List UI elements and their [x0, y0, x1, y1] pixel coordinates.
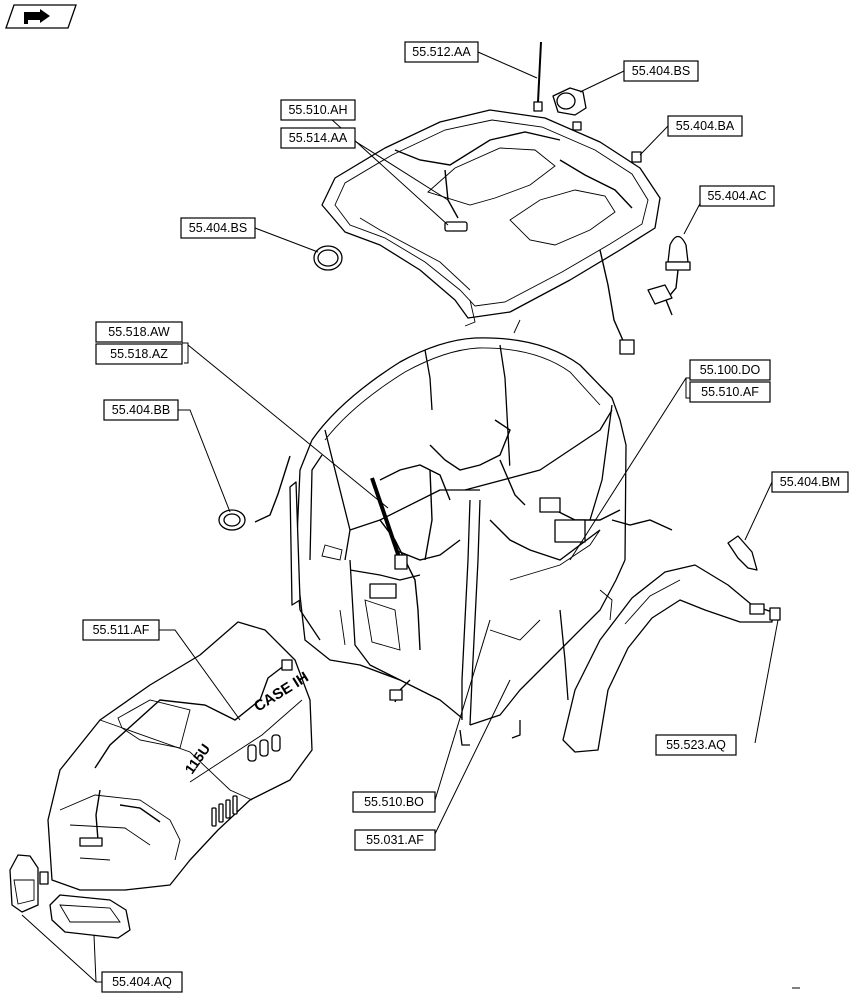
hood: CASE IH 115U — [47, 621, 313, 891]
flip-arrow-icon[interactable] — [5, 4, 77, 29]
svg-text:55.404.BB: 55.404.BB — [112, 403, 170, 417]
rear-work-lamp — [552, 87, 587, 116]
label-55-404-BS-left: 55.404.BS — [180, 217, 256, 239]
svg-text:55.404.BS: 55.404.BS — [189, 221, 247, 235]
label-55-404-AC: 55.404.AC — [699, 185, 775, 207]
svg-text:55.404.AC: 55.404.AC — [707, 189, 766, 203]
svg-text:55.518.AZ: 55.518.AZ — [110, 347, 168, 361]
svg-text:55.031.AF: 55.031.AF — [366, 833, 424, 847]
label-55-518-AZ: 55.518.AZ — [95, 343, 183, 365]
svg-text:55.404.AQ: 55.404.AQ — [112, 975, 172, 989]
label-55-510-BO: 55.510.BO — [352, 791, 436, 813]
svg-text:55.511.AF: 55.511.AF — [93, 623, 150, 637]
svg-text:55.100.DO: 55.100.DO — [700, 363, 761, 377]
svg-text:55.404.BM: 55.404.BM — [780, 475, 840, 489]
svg-text:55.518.AW: 55.518.AW — [108, 325, 170, 339]
label-55-510-AH: 55.510.AH — [280, 99, 356, 121]
label-55-404-BS-top: 55.404.BS — [623, 60, 699, 82]
label-55-404-BA: 55.404.BA — [667, 115, 743, 137]
beacon-light — [647, 235, 691, 316]
label-55-100-DO: 55.100.DO — [689, 359, 771, 381]
wiper-stalk — [370, 477, 408, 570]
svg-text:55.514.AA: 55.514.AA — [289, 131, 348, 145]
side-light-bracket — [727, 535, 758, 571]
rear-fender — [562, 564, 781, 753]
cab-roof — [321, 109, 661, 334]
label-55-404-BM: 55.404.BM — [771, 471, 849, 493]
front-lamps — [9, 854, 131, 939]
antenna — [533, 41, 543, 112]
leader-lines — [21, 51, 779, 983]
svg-text:55.510.AF: 55.510.AF — [701, 385, 759, 399]
label-55-523-AQ: 55.523.AQ — [655, 734, 737, 756]
svg-text:55.510.AH: 55.510.AH — [288, 103, 347, 117]
svg-text:55.512.AA: 55.512.AA — [412, 45, 471, 59]
svg-text:55.523.AQ: 55.523.AQ — [666, 738, 726, 752]
label-55-514-AA: 55.514.AA — [280, 127, 356, 149]
svg-text:55.404.BA: 55.404.BA — [676, 119, 735, 133]
label-55-404-AQ: 55.404.AQ — [101, 971, 183, 993]
label-55-404-BB: 55.404.BB — [103, 399, 179, 421]
callout-labels: 55.512.AA 55.404.BS 55.510.AH 55.514.AA … — [82, 41, 849, 993]
svg-text:55.510.BO: 55.510.BO — [364, 795, 424, 809]
hood-grille-slots — [211, 734, 281, 827]
svg-text:55.404.BS: 55.404.BS — [632, 64, 690, 78]
label-55-031-AF: 55.031.AF — [354, 829, 436, 851]
label-55-518-AW: 55.518.AW — [95, 321, 183, 343]
roof-work-light — [313, 245, 343, 271]
label-55-510-AF: 55.510.AF — [689, 381, 771, 403]
side-mirror-lamp — [218, 455, 291, 531]
label-55-512-AA: 55.512.AA — [404, 41, 479, 63]
label-55-511-AF: 55.511.AF — [82, 619, 160, 641]
